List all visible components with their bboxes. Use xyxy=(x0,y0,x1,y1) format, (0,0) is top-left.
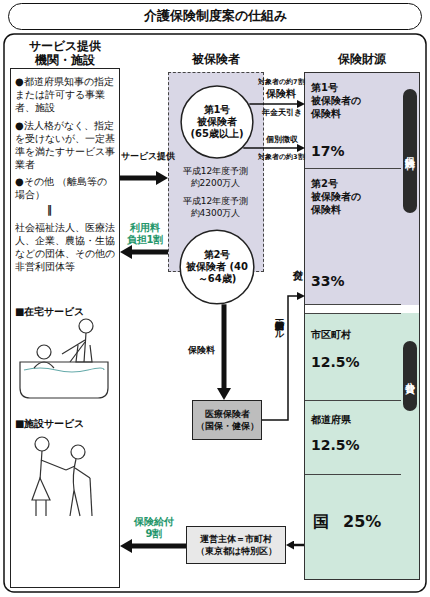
edge-label: 個別徴収 xyxy=(260,134,304,146)
box-text: 運営主体＝市町村 （東京都は特別区） xyxy=(187,533,285,557)
circle-text: 第1号 被保険者 (65歳以上) xyxy=(185,104,249,140)
flow-arrow xyxy=(132,250,168,255)
category-pill: 公費 xyxy=(403,341,417,411)
insurer-box: 医療保険者 （国保・健保） xyxy=(192,400,262,440)
operator-box: 運営主体＝市町村 （東京都は特別区） xyxy=(186,526,286,564)
provider-panel: サービス提供 機関・施設●都道府県知事の指定または許可する事業者、施設●法人格が… xyxy=(10,68,120,588)
pill-text: 保険料 xyxy=(404,148,417,154)
pill-text: 公費 xyxy=(404,374,417,378)
section-text: 第1号 被保険者の 保険料 xyxy=(311,81,381,120)
diagram-title: 介護保険制度案の仕組み xyxy=(8,3,422,30)
funding-section: 第1号 被保険者の 保険料 17% xyxy=(305,73,401,169)
funding-section: 第2号 被保険者の 保険料 33% xyxy=(305,169,401,305)
service-heading: ■施設サービス xyxy=(15,417,115,430)
column-heading: サービス提供 機関・施設 xyxy=(11,39,119,67)
flow-arrow xyxy=(243,147,297,149)
section-text: 国 xyxy=(313,513,329,531)
insured-circle: 第1号 被保険者 (65歳以上) xyxy=(180,85,254,159)
category-pill: 保険料 xyxy=(403,89,417,213)
section-text: 都道府県 xyxy=(311,413,391,426)
funding-section: 市区町村 12.5% xyxy=(305,313,401,401)
edge-label: 保険給付 9割 xyxy=(124,516,184,540)
column-heading: 被保険者 xyxy=(169,52,263,66)
funding-section: 都道府県 12.5% xyxy=(305,401,401,475)
column-heading: 保険財源 xyxy=(305,52,418,66)
flow-arrow xyxy=(249,103,297,105)
flow-arrow xyxy=(222,304,227,388)
edge-label: サービス提供 xyxy=(121,150,169,162)
insured-group: 被保険者平成12年度予測 約2200万人平成12年度予測 約4300万人第1号 … xyxy=(168,72,264,272)
percent-text: 12.5% xyxy=(311,354,360,370)
edge-label: 年金天引き xyxy=(260,107,304,119)
percent-text: 33% xyxy=(311,273,345,289)
insured-circle: 第2号 被保険者 (40～64歳) xyxy=(179,229,255,305)
edge-label: 保険料 xyxy=(184,344,218,356)
edge-label: 一括納付・全国プール xyxy=(274,314,286,334)
percent-text: 25% xyxy=(343,513,381,531)
forecast-text: 平成12年度予測 約2200万人 xyxy=(169,165,262,189)
org-list: 社会福祉法人、医療法人、企業、農協・生協などの団体、その他の非営利団体等 xyxy=(15,221,115,273)
percent-text: 12.5% xyxy=(311,437,360,453)
bullet-text: ●その他 （離島等の場合） xyxy=(15,175,115,201)
bath-illustration xyxy=(20,319,108,398)
circle-shape xyxy=(180,230,254,304)
funding-column: 保険財源第1号 被保険者の 保険料17%第2号 被保険者の 保険料33%保険料市… xyxy=(304,72,420,580)
section-text: 市区町村 xyxy=(311,328,391,341)
flow-arrow xyxy=(120,176,156,181)
flow-arrow xyxy=(262,296,297,420)
note-text: 対象者の約3割 xyxy=(258,153,305,161)
flow-arrow xyxy=(132,544,186,549)
box-text: 医療保険者 （国保・健保） xyxy=(193,408,261,432)
circle-text: 第2号 被保険者 (40～64歳) xyxy=(185,249,249,285)
percent-text: 17% xyxy=(311,143,345,159)
funding-section: 国 25% xyxy=(305,475,401,579)
forecast-text: 平成12年度予測 約4300万人 xyxy=(169,195,262,219)
section-text: 第2号 被保険者の 保険料 xyxy=(311,177,381,216)
note-text: 対象者の約7割 xyxy=(258,78,305,86)
service-heading: ■在宅サービス xyxy=(15,305,115,318)
bullet-text: ●法人格がなく、指定を受けないが、一定基準を満たすサービス事業者 xyxy=(15,119,115,171)
equals-mark: ‖ xyxy=(47,203,67,216)
outer-frame xyxy=(4,34,426,592)
flow-arrow xyxy=(294,544,304,547)
bullet-text: ●都道府県知事の指定または許可する事業者、施設 xyxy=(15,75,115,114)
facility-illustration xyxy=(32,437,92,516)
flow-label: 保険料 xyxy=(266,88,296,100)
circle-shape xyxy=(181,86,253,158)
edge-label: 利用料 負担1割 xyxy=(121,222,169,246)
